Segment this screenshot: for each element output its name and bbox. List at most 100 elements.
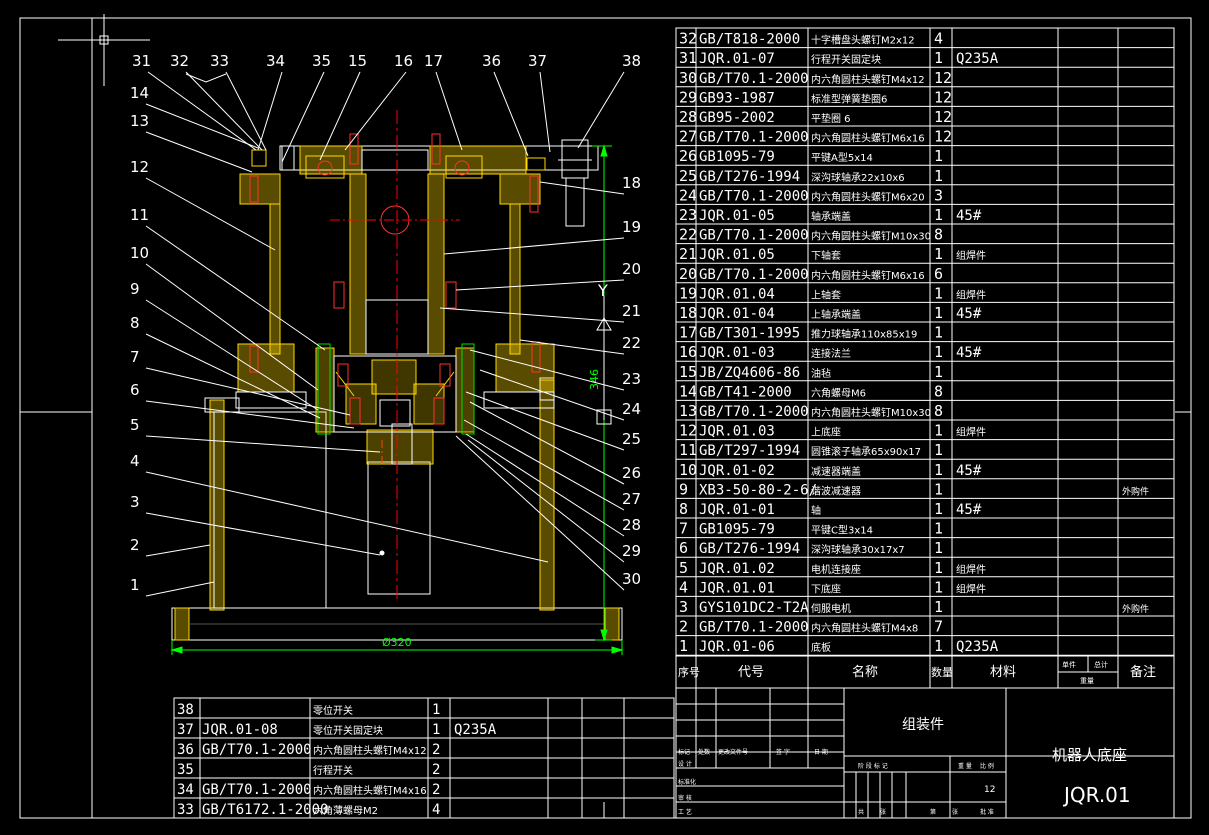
- bom-cell-qty: 1: [934, 147, 943, 165]
- bom-cell-qty: 1: [934, 500, 943, 518]
- title-block-texts: 组装件 机器人底座 JQR.01 12: [902, 717, 1131, 807]
- callout-number: 17: [424, 52, 443, 70]
- bom-cell-name: 轴承端盖: [811, 210, 851, 223]
- part-base-plate: [171, 607, 623, 641]
- bom-cell-qty: 1: [934, 304, 943, 322]
- bom-cell-qty: 12: [934, 108, 952, 126]
- callout-number: 35: [312, 52, 331, 70]
- bom-cell-name: 下底座: [811, 582, 841, 595]
- bom-cell-code: JQR.01-02: [699, 463, 775, 479]
- bom-cell-code: JB/ZQ4606-86: [699, 365, 800, 381]
- bom-cell-code: JQR.01-05: [699, 208, 775, 224]
- title-block-small-labels: 标记处数更改文件号签 字日 期设 计标准化阶 段 标 记重 量比 例审 核工 艺…: [678, 748, 994, 816]
- callout-number: 3: [130, 493, 140, 511]
- callout-number: 19: [622, 218, 641, 236]
- bom-cell-no: 7: [679, 520, 688, 538]
- bom-cell-qty: 1: [934, 461, 943, 479]
- bom-cell-qty: 1: [934, 598, 943, 616]
- bom-cell-name: 下轴套: [811, 249, 841, 262]
- leader-line: [539, 71, 551, 153]
- callout-number: 5: [130, 416, 140, 434]
- bom-cell-name: 内六角圆柱头螺钉M10x30: [811, 230, 931, 243]
- bom-cell-name: 伺服电机: [811, 602, 851, 615]
- bom-cell-no: 28: [679, 108, 697, 126]
- bom-lower-cell-name: 零位开关固定块: [313, 724, 383, 737]
- bom-cell-qty: 1: [934, 422, 943, 440]
- bom-cell-material: 组焊件: [956, 249, 986, 262]
- bom-lower-cell-name: 零位开关: [313, 704, 353, 717]
- title-block-label: 比 例: [980, 762, 994, 770]
- callout-number: 28: [622, 516, 641, 534]
- part-bolts: [249, 133, 546, 435]
- title-block-label: 批 准: [980, 808, 994, 816]
- bom-cell-no: 20: [679, 265, 697, 283]
- callout-number: 36: [482, 52, 501, 70]
- leader-line: [465, 391, 625, 451]
- part-motor-seat: [366, 423, 434, 465]
- bom-cell-qty: 1: [934, 343, 943, 361]
- crosshair-cursor: [58, 14, 150, 86]
- bom-lower-cell-no: 33: [177, 802, 194, 818]
- bom-cell-material: 45#: [956, 345, 982, 361]
- bom-cell-material: Q235A: [956, 51, 999, 67]
- bom-lower-cell-code: JQR.01-08: [202, 722, 278, 738]
- bom-cell-qty: 1: [934, 363, 943, 381]
- leader-line: [145, 435, 381, 453]
- bom-lower-cell-qty: 1: [432, 722, 440, 738]
- bom-cell-name: 谐波减速器: [811, 484, 861, 497]
- leader-line: [455, 279, 625, 291]
- callout-number: 27: [622, 490, 641, 508]
- ucs-axis-label: Y: [597, 281, 608, 300]
- bom-cell-code: GB/T41-2000: [699, 384, 792, 400]
- scale-value: 12: [984, 785, 995, 795]
- bom-cell-name: 内六角圆柱头螺钉M6x20: [811, 190, 925, 203]
- bom-cell-code: XB3-50-80-2-6/: [699, 482, 817, 498]
- bom-lower-cell-no: 34: [177, 782, 194, 798]
- bom-cell-no: 5: [679, 559, 688, 577]
- callout-number: 9: [130, 280, 140, 298]
- bom-cell-material: 组焊件: [956, 426, 986, 439]
- bom-cell-name: 深沟球轴承22x10x6: [811, 171, 905, 184]
- bom-cell-material: 45#: [956, 502, 982, 518]
- bom-cell-qty: 1: [934, 206, 943, 224]
- bom-cell-name: 行程开关固定块: [811, 53, 881, 66]
- leader-line: [439, 307, 625, 323]
- callout-number: 25: [622, 430, 641, 448]
- bom-header-code: 代号: [738, 665, 764, 680]
- bom-cell-no: 18: [679, 304, 697, 322]
- part-zero-switch: [558, 139, 592, 227]
- leader-lines: [145, 71, 625, 597]
- bom-cell-qty: 7: [934, 618, 943, 636]
- bom-cell-name: 上轴承端盖: [811, 308, 861, 321]
- dim-height: 346: [588, 369, 601, 390]
- bom-lower-cell-no: 36: [177, 742, 194, 758]
- callout-number: 32: [170, 52, 189, 70]
- bom-cell-code: JQR.01.05: [699, 247, 775, 263]
- leader-line: [469, 349, 625, 391]
- bom-cell-no: 2: [679, 618, 688, 636]
- callout-number: 12: [130, 158, 149, 176]
- leader-line: [145, 263, 319, 391]
- drawing-code: JQR.01: [1062, 783, 1131, 807]
- callout-number: 22: [622, 334, 641, 352]
- bom-lower-cell-material: Q235A: [454, 722, 497, 738]
- bom-cell-name: 平垫圈 6: [811, 112, 851, 125]
- title-block-label: 工 艺: [678, 808, 692, 816]
- title-block-label: 张: [880, 808, 886, 816]
